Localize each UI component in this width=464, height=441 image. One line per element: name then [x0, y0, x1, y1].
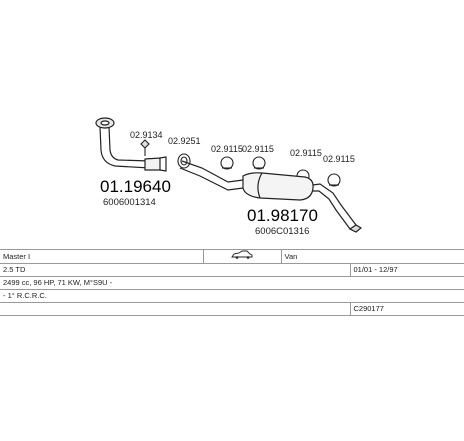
- spec-row-engine-detail: 2499 cc, 96 HP, 71 KW, M°S9U -: [0, 276, 464, 290]
- engine: 2.5 TD: [0, 263, 350, 277]
- clamp-1: [140, 139, 150, 156]
- oem-code-front-pipe: 6006001314: [103, 197, 156, 208]
- part-label-02-9134: 02.9134: [130, 130, 163, 140]
- oem-code-rear-silencer: 6006C01316: [255, 226, 309, 237]
- part-label-02-9115-b: 02.9115: [242, 144, 274, 154]
- rear-silencer: [179, 160, 363, 233]
- part-number-rear-silencer: 01.98170: [247, 206, 318, 225]
- production-years: 01/01 - 12/97: [349, 263, 464, 277]
- spec-row-engine: 2.5 TD 01/01 - 12/97: [0, 263, 464, 277]
- spec-row-version: - 1° R.C.R.C.: [0, 289, 464, 303]
- body-type: Van: [280, 249, 464, 264]
- catalog-code: C290177: [349, 302, 464, 316]
- car-icon-cell: [202, 249, 281, 264]
- vehicle-spec-table: Master I Van 2.5 TD 01/01 - 12/97 2499 c…: [0, 249, 464, 316]
- spec-row-model: Master I Van: [0, 249, 464, 264]
- model-name: Master I: [0, 249, 203, 264]
- exhaust-system-diagram: 02.9134 02.9251 02.9115 02.9115 02.9115 …: [95, 117, 363, 237]
- clamp-2: [177, 153, 191, 169]
- version: - 1° R.C.R.C.: [0, 289, 464, 303]
- part-label-02-9115-d: 02.9115: [323, 154, 355, 164]
- clamp-6: [327, 173, 341, 187]
- clamp-3: [220, 156, 234, 170]
- front-pipe: [95, 117, 167, 172]
- clamp-4: [252, 156, 266, 170]
- part-label-02-9115-c: 02.9115: [290, 148, 322, 158]
- car-icon: [231, 250, 253, 259]
- part-label-02-9115-a: 02.9115: [211, 144, 243, 154]
- part-label-02-9251: 02.9251: [168, 136, 201, 146]
- engine-detail: 2499 cc, 96 HP, 71 KW, M°S9U -: [0, 276, 464, 290]
- spec-row-code: C290177: [0, 302, 464, 316]
- part-number-front-pipe: 01.19640: [100, 177, 171, 196]
- empty-cell: [0, 302, 350, 316]
